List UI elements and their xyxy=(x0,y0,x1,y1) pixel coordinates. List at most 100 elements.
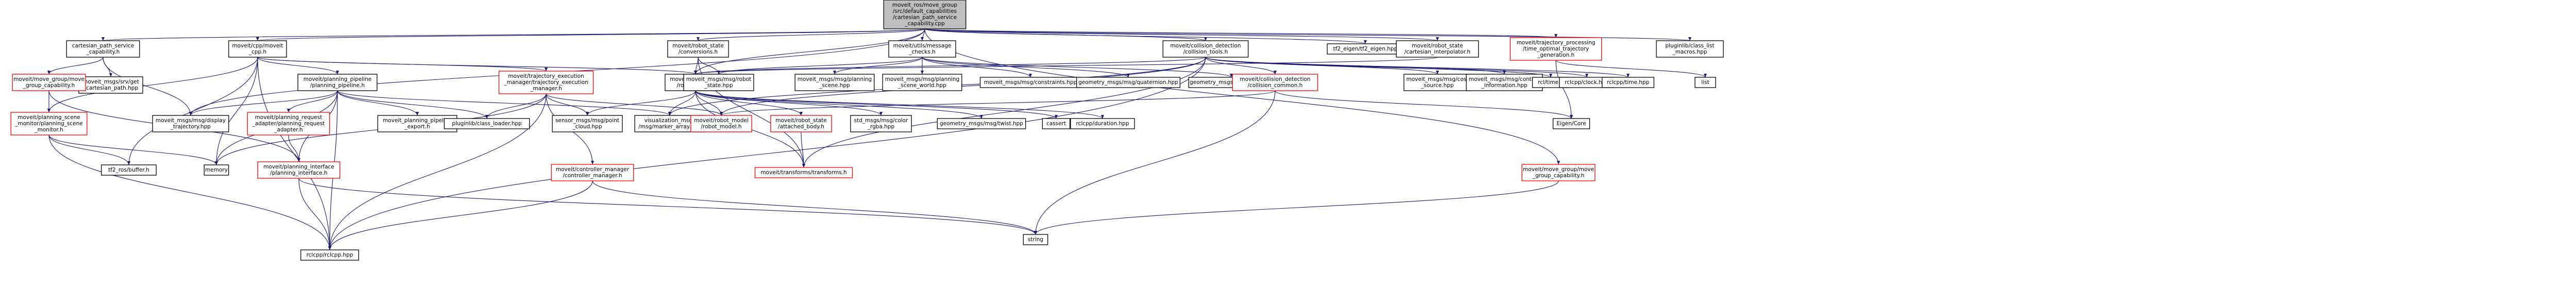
node-ctrl-mgr[interactable]: moveit/controller_manager/controller_man… xyxy=(551,164,634,181)
node-box xyxy=(937,118,1026,129)
edge-traj-exec-to-classloader xyxy=(485,93,547,119)
node-msg-chk[interactable]: moveit/utils/message_checks.h xyxy=(888,40,956,58)
node-label-line: _monitor.h xyxy=(34,127,63,133)
edge-robot-state-to-twist xyxy=(695,90,983,119)
node-box xyxy=(1521,164,1596,181)
edge-root-to-tf2-eigen xyxy=(924,28,1367,44)
node-disp-traj[interactable]: moveit_msgs/msg/display_trajectory.hpp xyxy=(152,115,229,132)
node-box xyxy=(101,164,157,176)
edge-plan-pipe-to-classloader xyxy=(337,90,489,119)
node-tf2-eigen[interactable]: tf2_eigen/tf2_eigen.hpp xyxy=(1327,43,1404,55)
node-label-line: rclcpp/duration.hpp xyxy=(1076,121,1129,127)
node-label-line: moveit/move_group/move xyxy=(13,76,84,82)
node-cont-src[interactable]: moveit_msgs/msg/cost_source.hpp xyxy=(1403,74,1471,91)
node-list[interactable]: list xyxy=(1694,77,1716,88)
node-robot-model[interactable]: moveit/robot_model/robot_model.h xyxy=(690,115,752,132)
node-box xyxy=(257,161,341,179)
node-box xyxy=(888,40,956,58)
node-get-cart[interactable]: moveit_msgs/srv/get_cartesian_path.hpp xyxy=(78,76,143,94)
node-label-line: /planning_pipeline.h xyxy=(310,82,365,89)
node-pluginlib-macros[interactable]: pluginlib/class_list_macros.hpp xyxy=(1656,40,1724,58)
node-label-line: /time_optimal_trajectory xyxy=(1523,46,1589,52)
node-ps-hpp[interactable]: moveit_msgs/msg/planning_scene.hpp xyxy=(794,74,875,91)
node-label-line: _rgba.hpp xyxy=(867,124,895,130)
node-cpp-ifc[interactable]: moveit/cpp/moveit_cpp.h xyxy=(228,40,287,58)
node-label-line: moveit_msgs/msg/contact xyxy=(1469,76,1540,82)
node-contact-info[interactable]: moveit_msgs/msg/contact_information.hpp xyxy=(1466,74,1543,91)
edge-psm-to-rclcpp xyxy=(48,134,332,250)
edge-traj-proc-to-eigen xyxy=(1555,60,1573,119)
node-label-line: std_msgs/msg/color xyxy=(854,117,908,124)
node-box xyxy=(78,76,143,94)
edge-traj-exec-to-sensor-pc xyxy=(546,93,589,116)
node-eigen[interactable]: Eigen/Core xyxy=(1552,118,1590,129)
node-label-line: _monitor/planning_scene xyxy=(14,121,83,127)
node-box xyxy=(551,164,634,181)
node-rclcpp[interactable]: rclcpp/rclcpp.hpp xyxy=(300,249,359,261)
node-label-line: moveit/move_group/move xyxy=(1523,166,1594,173)
node-pp-export[interactable]: moveit_planning_pipeline_export.h xyxy=(377,115,457,132)
node-psm-cap[interactable]: moveit/move_group/move_group_capability.… xyxy=(12,74,86,91)
edge-traj-exec-to-rclcpp xyxy=(328,93,547,250)
node-move-group-cap[interactable]: moveit/move_group/move_group_capability.… xyxy=(1521,164,1596,181)
node-box xyxy=(1232,74,1318,91)
node-cassert[interactable]: cassert xyxy=(1042,118,1071,129)
node-box xyxy=(204,164,229,176)
edge-msg-chk-to-pose xyxy=(922,57,1233,78)
edge-root-to-cpp-ifc xyxy=(256,28,925,41)
node-psw-hpp[interactable]: moveit_msgs/msg/planning_scene_world.hpp xyxy=(882,74,962,91)
node-att-body[interactable]: moveit/robot_state/attached_body.h xyxy=(770,115,832,132)
edge-coll-tools-to-rclcpp xyxy=(328,57,1206,250)
node-label-line: /attached_body.h xyxy=(778,124,824,130)
node-label-line: moveit/trajectory_execution xyxy=(508,73,584,79)
node-rs-hpp[interactable]: moveit_msgs/msg/robot_state.hpp xyxy=(683,74,754,91)
node-box xyxy=(883,0,967,29)
node-twist[interactable]: geometry_msgs/msg/twist.hpp xyxy=(937,118,1026,129)
node-rs-conv[interactable]: moveit/robot_state/conversions.h xyxy=(667,40,729,58)
node-quat[interactable]: geometry_msgs/msg/quaternion.hpp xyxy=(1076,77,1181,88)
node-root[interactable]: moveit_ros/move_group/src/default_capabi… xyxy=(883,0,967,29)
edge-coll-tools-to-coll-common xyxy=(1205,57,1277,75)
node-traj-proc[interactable]: moveit/trajectory_processing/time_optima… xyxy=(1510,37,1602,61)
node-label-line: rclcpp/clock.hpp xyxy=(1565,79,1609,86)
edge-ctrl-mgr-to-rclcpp xyxy=(328,180,593,250)
edge-traj-exec-to-robot-model xyxy=(546,93,723,116)
node-label-line: moveit/planning_scene xyxy=(18,114,80,121)
edge-cps-h-to-disp-traj xyxy=(103,57,193,116)
node-memory[interactable]: memory xyxy=(204,164,229,176)
node-traj-exec[interactable]: moveit/trajectory_execution_manager/traj… xyxy=(498,71,594,94)
node-cart-interp[interactable]: moveit/robot_state/cartesian_interpolato… xyxy=(1396,40,1479,58)
node-label-line: moveit_msgs/msg/cost xyxy=(1406,76,1469,82)
node-label-line: rclcpp/rclcpp.hpp xyxy=(307,252,353,258)
node-sensor-pc[interactable]: sensor_msgs/msg/point_cloud.hpp xyxy=(552,115,623,132)
edge-robot-state-to-std-color xyxy=(695,90,883,116)
node-tf2-buf[interactable]: tf2_ros/buffer.h xyxy=(101,164,157,176)
node-constr[interactable]: moveit_msgs/msg/constraints.hpp xyxy=(979,77,1081,88)
node-plan-ifc[interactable]: moveit/planning_interface/planning_inter… xyxy=(257,161,341,179)
edge-cpp-ifc-to-rclcpp xyxy=(257,57,332,250)
edge-cpp-ifc-to-plan-pipe xyxy=(257,57,340,75)
edge-plan-pipe-to-vis-marker xyxy=(337,90,671,116)
edge-coll-common-to-string xyxy=(1033,90,1276,235)
edge-cps-h-to-psm-cap xyxy=(47,57,104,75)
edge-cpp-ifc-to-psm xyxy=(47,57,258,113)
edge-root-to-pluginlib-macros xyxy=(924,28,1691,41)
node-string[interactable]: string xyxy=(1023,234,1048,245)
node-coll-common[interactable]: moveit/collision_detection/collision_com… xyxy=(1232,74,1318,91)
node-label-line: _cpp.h xyxy=(248,49,266,55)
edge-robot-state-to-sensor-pc xyxy=(585,90,696,116)
node-rclcpp-dur[interactable]: rclcpp/duration.hpp xyxy=(1070,118,1135,129)
node-cps-h[interactable]: cartesian_path_service_capability.h xyxy=(66,40,140,58)
node-label-line: moveit_msgs/msg/planning xyxy=(798,76,872,82)
node-std-color[interactable]: std_msgs/msg/color_rgba.hpp xyxy=(850,115,912,132)
node-box xyxy=(297,74,378,91)
node-coll-tools[interactable]: moveit/collision_detection/collision_too… xyxy=(1162,40,1249,58)
node-transforms[interactable]: moveit/transforms/transforms.h xyxy=(754,167,853,178)
node-psm[interactable]: moveit/planning_scene_monitor/planning_s… xyxy=(10,112,88,136)
node-classloader[interactable]: pluginlib/class_loader.hpp xyxy=(444,118,530,129)
edge-coll-tools-to-robot-model xyxy=(720,57,1206,116)
node-plan-req[interactable]: moveit/planning_request_adapter/planning… xyxy=(247,112,330,136)
node-plan-pipe[interactable]: moveit/planning_pipeline/planning_pipeli… xyxy=(297,74,378,91)
node-box xyxy=(1466,74,1543,91)
node-rclcpp-time[interactable]: rclcpp/time.hpp xyxy=(1602,77,1654,88)
